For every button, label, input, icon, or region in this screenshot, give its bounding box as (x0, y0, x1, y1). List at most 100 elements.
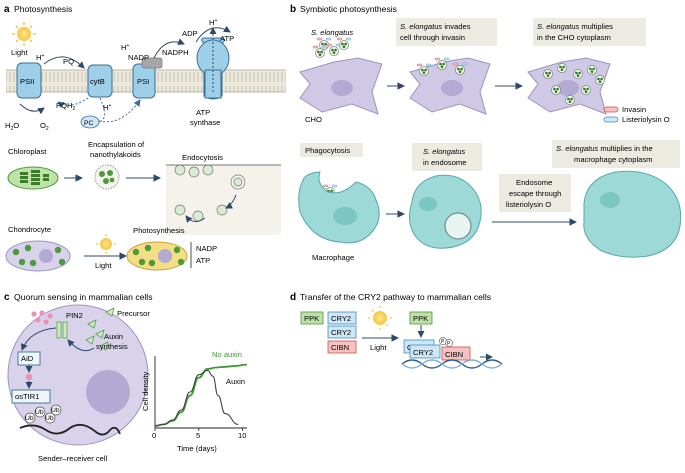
multiplies-macrophage-1: S. elongatus multiplies in the (556, 144, 653, 153)
s-elongatus-cell (581, 85, 591, 95)
cry2-label-2: CRY2 (331, 328, 351, 337)
s-elongatus-cell (565, 95, 575, 105)
p-label-2: P (447, 341, 451, 347)
o2-label: O2 (40, 121, 49, 132)
ub-3: Ub (45, 415, 54, 422)
macrophage-2 (408, 174, 482, 249)
cibn-label-2: CIBN (445, 350, 463, 359)
s-elongatus-cell (434, 57, 450, 70)
multiplies-macrophage-box (552, 140, 680, 168)
legend-no-auxin: No auxin (212, 350, 242, 359)
legend-invasin: Invasin (622, 105, 646, 114)
h2o-label: H2O (5, 121, 19, 132)
auxin-molecules (31, 310, 53, 325)
h-plus-1: H+ (36, 53, 44, 62)
y-axis-label: Cell density (141, 372, 150, 411)
x-axis-label: Time (days) (177, 444, 217, 453)
pc-protein (80, 115, 100, 129)
cibn-box-1 (327, 340, 357, 354)
s-elongatus-cell (312, 45, 328, 58)
chloroplast-icon (7, 166, 59, 190)
light-label-2: Light (95, 261, 112, 270)
s-elongatus-cell (551, 85, 561, 95)
s-elongatus-cell (557, 63, 567, 73)
legend-listeriolysin: Listeriolysin O (622, 115, 670, 124)
panel-c-title: Quorum sensing in mammalian cells (14, 292, 153, 302)
ub-1: Ub (25, 415, 34, 422)
panel-b: b Symbiotic photosynthesis S. elongatus … (290, 4, 682, 262)
multiplies-cho-2: in the CHO cytoplasm (537, 33, 611, 42)
s-elongatus-cell (573, 69, 583, 79)
cho-label: CHO (305, 115, 322, 124)
escape-2: escape through (509, 189, 561, 198)
ostir1-label: osTIR1 (15, 392, 39, 401)
invades-1: S. elongatus invades (400, 22, 471, 31)
nanothylakoid-icon (94, 164, 120, 190)
cry2-label-1: CRY2 (331, 314, 351, 323)
multiplies-cho-1: S. elongatus multiplies (537, 22, 613, 31)
pc-label: PC (84, 120, 94, 127)
legend-invasin-swatch (603, 106, 619, 113)
precursor-icon (85, 319, 109, 351)
panel-a: a Photosynthesis Light PSII cytB PSI (4, 4, 286, 272)
cry2-box-2 (327, 325, 357, 339)
invades-2: cell through invasin (400, 33, 465, 42)
sun-icon (368, 306, 392, 330)
panel-a-letter: a (4, 4, 10, 15)
s-elongatus-cell (416, 63, 432, 76)
panel-d-title: Transfer of the CRY2 pathway to mammalia… (300, 292, 491, 302)
pqh2-label: PQH2 (56, 101, 75, 112)
h-plus-2: H+ (103, 103, 111, 112)
nadp-label: NADP (128, 53, 149, 62)
endosome-box (412, 143, 482, 171)
tick-5: 5 (196, 431, 200, 440)
s-elongatus-cell (543, 69, 553, 79)
macrophage-1 (298, 171, 380, 244)
cytb-complex (87, 64, 113, 98)
pin2-label: PIN2 (66, 311, 83, 320)
ostir1-box (11, 389, 51, 404)
auxin-synthesis-2: synthesis (96, 342, 128, 351)
atp-label: ATP (220, 34, 234, 43)
panel-c: c Quorum sensing in mammalian cells PIN2… (4, 292, 248, 463)
escape-box (499, 174, 571, 212)
dna-icon (401, 353, 503, 369)
psii-label: PSII (20, 77, 34, 86)
aid-label: AiD (21, 354, 34, 363)
encapsulation-label-2: nanothylakoids (90, 150, 141, 159)
light-label: Light (11, 48, 28, 57)
invades-box (396, 18, 497, 46)
endocytosis-cell (166, 165, 281, 235)
cell-label: Sender–receiver cell (38, 454, 108, 463)
pq-label: PQ (63, 57, 74, 66)
nadp-out: NADP (196, 244, 217, 253)
endosome-1: S. elongatus (423, 147, 465, 156)
atp-synthase-label-2: synthase (190, 118, 220, 127)
ppk-box-1 (300, 311, 324, 325)
fnr-enzyme (141, 57, 163, 69)
escape-3: listeriolysin O (506, 200, 551, 209)
multiplies-macrophage-2: macrophage cytoplasm (574, 155, 653, 164)
s-elongatus-cell (326, 43, 342, 56)
legend-listeriolysin-swatch (603, 116, 619, 123)
photosynthesis-label: Photosynthesis (133, 226, 185, 235)
phagocytosis-label: Phagocytosis (305, 146, 350, 155)
p-label-1: P (441, 339, 445, 345)
multiplies-cho-box (533, 18, 646, 46)
tick-0: 0 (152, 431, 156, 440)
nadph-label: NADPH (162, 48, 189, 57)
h-plus-3: H+ (121, 43, 129, 52)
endosome-2: in endosome (423, 158, 466, 167)
tick-10: 10 (238, 431, 246, 440)
ubiquitin-chain (24, 404, 62, 424)
cry2-box-1 (327, 311, 357, 325)
endocytosis-label: Endocytosis (182, 153, 223, 162)
cell-density-chart: Cell density Time (days) 0 5 10 No auxin… (141, 350, 248, 453)
panel-c-letter: c (4, 292, 10, 303)
chloroplast-label: Chloroplast (8, 147, 47, 156)
atp-out: ATP (196, 256, 210, 265)
cry2-label-4: CRY2 (413, 348, 433, 357)
cry2-box-4 (409, 344, 441, 359)
panel-a-title: Photosynthesis (14, 4, 72, 14)
